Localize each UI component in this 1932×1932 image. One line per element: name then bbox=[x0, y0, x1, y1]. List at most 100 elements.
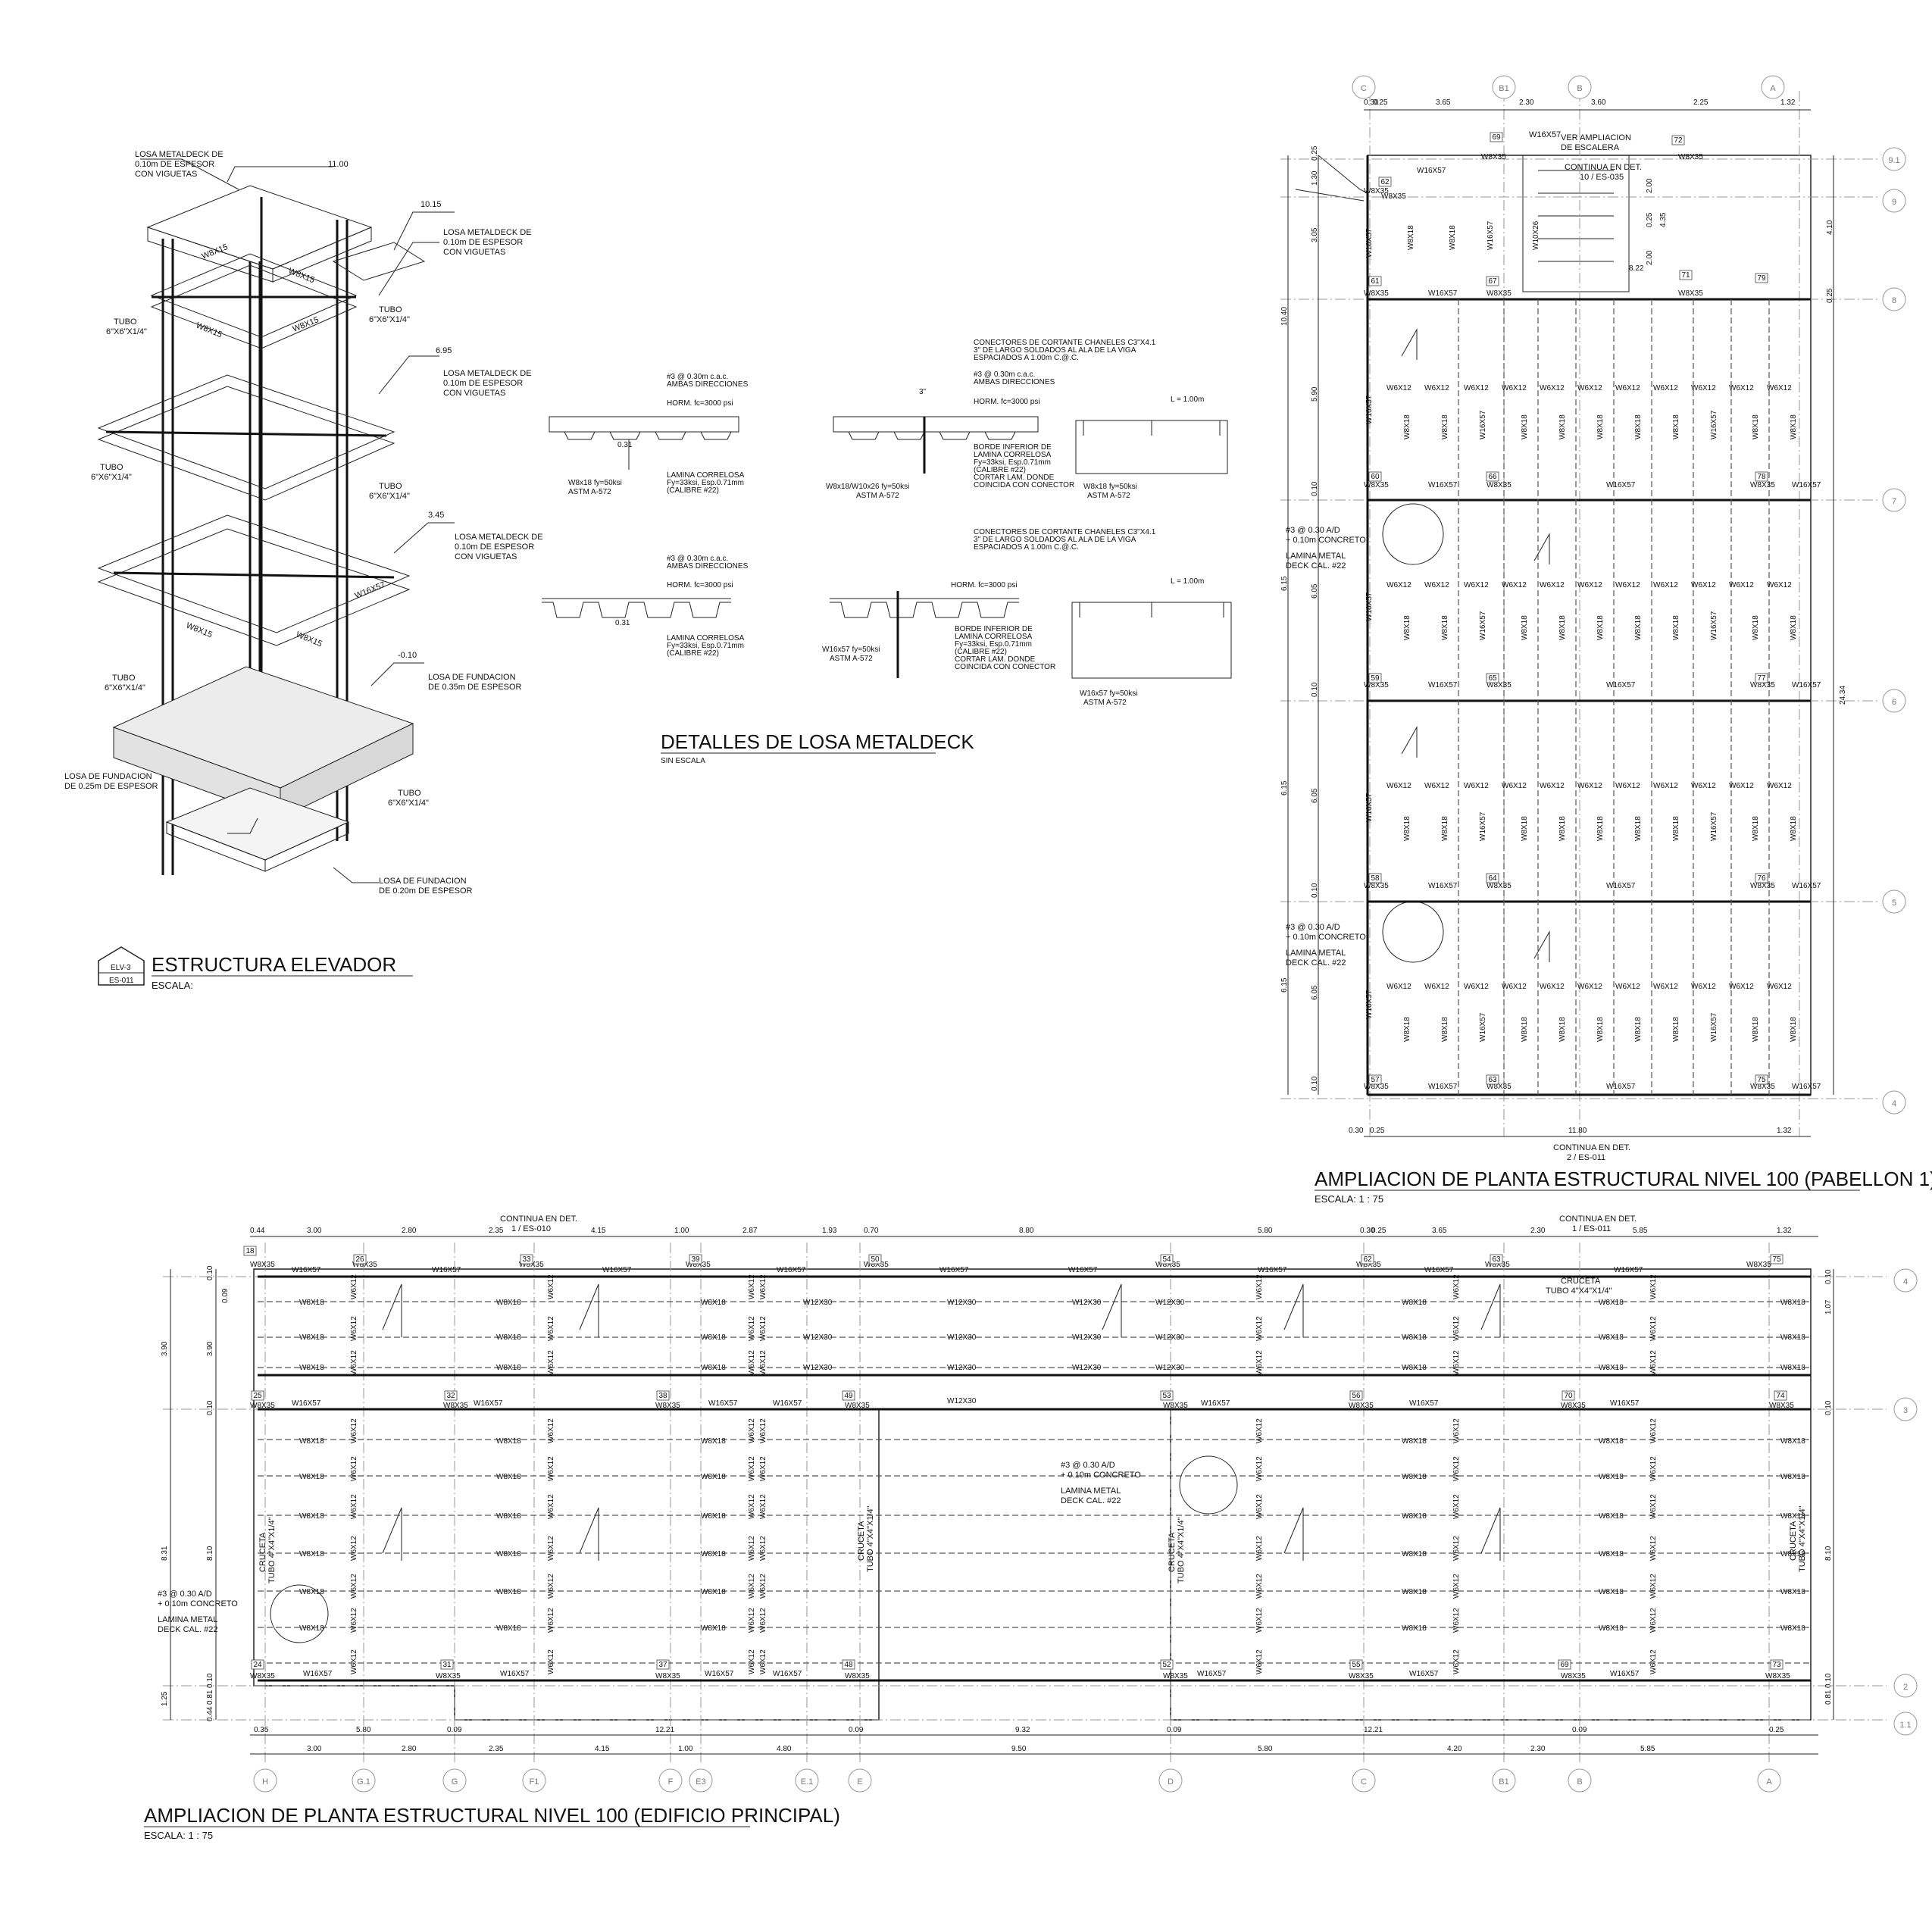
principal-axis-right-0-label: 4 bbox=[1903, 1277, 1908, 1286]
pabellon-node-2-label: 62 bbox=[1380, 178, 1390, 186]
principal-w8-5-7: W8X18 bbox=[1780, 1512, 1805, 1521]
principal-w16-7: W16X57 bbox=[1424, 1266, 1454, 1274]
pabellon-w16-4: W16X57 bbox=[1428, 1083, 1458, 1091]
principal-w6-6-3: W6X12 bbox=[1649, 1418, 1658, 1443]
pabellon-w6-1-10: W6X12 bbox=[1767, 581, 1792, 589]
principal-w8-0-2: W8X18 bbox=[701, 1299, 726, 1307]
principal-dim-top-11: 0.30 bbox=[1360, 1227, 1375, 1235]
pabellon-note-2b: + 0.10m CONCRETO bbox=[1286, 933, 1366, 942]
pabellon-w8-3-8: W16X57 bbox=[1710, 1012, 1718, 1042]
pabellon-axis-right-3-label: 7 bbox=[1892, 497, 1896, 506]
detail-5-conn-c: ESPACIADOS A 1.00m C.@.C. bbox=[974, 543, 1079, 552]
principal-node-21-box bbox=[1160, 1659, 1174, 1670]
principal-dim-left-1: 8.31 bbox=[161, 1546, 169, 1561]
pabellon-w8-0-5: W8X18 bbox=[1596, 414, 1605, 439]
pabellon-w10-top: W10X26 bbox=[1532, 220, 1540, 250]
pabellon-node-16-label: 57 bbox=[1371, 1076, 1380, 1084]
detail-5-borde-d: (CALIBRE #22) bbox=[955, 648, 1007, 656]
pabellon-w16-1: W16X57 bbox=[1428, 481, 1458, 489]
pabellon-deck-arrow-3 bbox=[1533, 930, 1550, 962]
pabellon-w6-2-9: W6X12 bbox=[1729, 782, 1754, 790]
pabellon-axis-right-2-label: 8 bbox=[1892, 296, 1896, 305]
principal-w8-4-6: W8X18 bbox=[1599, 1473, 1624, 1481]
pabellon-axis-right-5-label: 5 bbox=[1892, 899, 1896, 908]
pabellon-w8-2-8: W16X57 bbox=[1710, 811, 1718, 841]
principal-w6-1-5: W6X12 bbox=[547, 1494, 555, 1519]
principal-node-11-label: 38 bbox=[658, 1392, 667, 1400]
principal-w8-8-6: W8X18 bbox=[1599, 1624, 1624, 1633]
principal-axis-bottom-6-circle bbox=[795, 1768, 819, 1793]
pabellon-w835-0: W8X35 bbox=[1364, 187, 1389, 195]
principal-dim-left2-3: 0.10 bbox=[206, 1400, 214, 1415]
pabellon-w16-8: W16X57 bbox=[1606, 1083, 1636, 1091]
principal-w8-1-5: W8X18 bbox=[1402, 1333, 1427, 1342]
pabellon-w8-1-9: W8X18 bbox=[1752, 615, 1760, 640]
elevator-deck-label-4-3: CON VIGUETAS bbox=[455, 552, 517, 561]
principal-w8-0-7: W8X18 bbox=[1780, 1299, 1805, 1307]
elevator-tube-label-6a: TUBO bbox=[398, 789, 421, 798]
elevator-title-block: ELV-3 ES-011 ESTRUCTURA ELEVADOR ESCALA: bbox=[98, 946, 413, 991]
principal-w8-8-5: W8X18 bbox=[1402, 1624, 1427, 1633]
principal-note-2a: #3 @ 0.30 A/D bbox=[158, 1590, 212, 1599]
pabellon-w6-1-1: W6X12 bbox=[1424, 581, 1449, 589]
elevator-tube-label-4b: 6"X6"X1/4" bbox=[369, 492, 410, 501]
elevator-level-345: 3.45 bbox=[428, 511, 444, 520]
principal-w16-4: W16X57 bbox=[939, 1266, 969, 1274]
pabellon-note-2d: DECK CAL. #22 bbox=[1286, 958, 1346, 968]
principal-note-1c: LAMINA METAL bbox=[1061, 1487, 1121, 1496]
pabellon-axis-top-3-label: A bbox=[1770, 84, 1776, 93]
pabellon-node-11-label: 65 bbox=[1488, 674, 1497, 683]
principal-deck-arrow-3 bbox=[579, 1507, 599, 1561]
principal-node-3-label: 39 bbox=[691, 1255, 700, 1264]
pabellon-w8-0-1: W8X18 bbox=[1441, 414, 1449, 439]
pabellon-w6-2-1: W6X12 bbox=[1424, 782, 1449, 790]
principal-w835-8: W8X35 bbox=[1746, 1261, 1771, 1269]
pabellon-w835-11: W8X35 bbox=[1678, 289, 1703, 298]
pabellon-dim-left-7: 6.05 bbox=[1311, 583, 1319, 599]
pabellon-cont2-a: CONTINUA EN DET. bbox=[1553, 1143, 1630, 1152]
principal-w16-2: W16X57 bbox=[602, 1266, 632, 1274]
principal-node-14-label: 56 bbox=[1352, 1392, 1361, 1400]
detail-1-rebar-a: #3 @ 0.30m c.a.c. bbox=[667, 373, 728, 381]
principal-dim-top-13: 3.65 bbox=[1432, 1227, 1447, 1235]
principal-cont-a: CONTINUA EN DET. bbox=[500, 1215, 577, 1224]
principal-axis-bottom-3-circle bbox=[522, 1768, 546, 1793]
principal-w6-0-2: W6X12 bbox=[350, 1350, 358, 1375]
pabellon-w6-0-2: W6X12 bbox=[1464, 384, 1489, 392]
principal-w8-2-5: W8X18 bbox=[1402, 1364, 1427, 1372]
principal-dim-right-3: 8.10 bbox=[1824, 1546, 1833, 1561]
elevator-tube-label-3b: 6"X6"X1/4" bbox=[91, 473, 132, 482]
pabellon-node-16-box bbox=[1368, 1074, 1382, 1085]
principal-w6-6-1: W6X12 bbox=[1649, 1316, 1658, 1341]
principal-w8-4-2: W8X18 bbox=[701, 1473, 726, 1481]
pabellon-w8-0-4: W8X18 bbox=[1558, 414, 1567, 439]
elevator-beam-label-5: W8X15 bbox=[185, 621, 214, 640]
pabellon-node-13-box bbox=[1368, 873, 1382, 883]
pabellon-w6-3-2: W6X12 bbox=[1464, 983, 1489, 991]
principal-node-23-box bbox=[1558, 1659, 1571, 1670]
principal-node-12-box bbox=[842, 1390, 855, 1401]
principal-dim-right-5: 0.81 bbox=[1824, 1690, 1833, 1705]
principal-dim-top-6: 2.87 bbox=[742, 1227, 758, 1235]
principal-node-19-label: 37 bbox=[658, 1661, 667, 1669]
pabellon-w835-10: W8X35 bbox=[1487, 1083, 1512, 1091]
principal-w16-11: W16X57 bbox=[708, 1399, 738, 1408]
pabellon-node-15-box bbox=[1755, 873, 1768, 883]
principal-w8-8-0: W8X18 bbox=[299, 1624, 324, 1633]
principal-w8-2-7: W8X18 bbox=[1780, 1364, 1805, 1372]
principal-note-2d: DECK CAL. #22 bbox=[158, 1625, 217, 1634]
pabellon-w8-2-1: W8X18 bbox=[1441, 816, 1449, 841]
principal-w8-5-0: W8X18 bbox=[299, 1512, 324, 1521]
principal-w8-3-1: W8X18 bbox=[496, 1437, 521, 1446]
principal-node-4-box bbox=[868, 1254, 882, 1265]
principal-axis-bottom-1-label: G.1 bbox=[357, 1777, 370, 1787]
principal-w6-4-7: W6X12 bbox=[1255, 1574, 1264, 1599]
pabellon-node-0-label: 69 bbox=[1492, 133, 1501, 142]
principal-axis-bottom-4-label: F bbox=[668, 1777, 674, 1787]
principal-w6-0-9: W6X12 bbox=[350, 1649, 358, 1674]
principal-node-1-label: 26 bbox=[355, 1255, 364, 1264]
detail-4-rebar-b: AMBAS DIRECCIONES bbox=[667, 562, 749, 571]
principal-axis-bottom-9-circle bbox=[1352, 1768, 1376, 1793]
principal-w16-22: W16X57 bbox=[1610, 1670, 1640, 1678]
principal-w8-4-0: W8X18 bbox=[299, 1473, 324, 1481]
